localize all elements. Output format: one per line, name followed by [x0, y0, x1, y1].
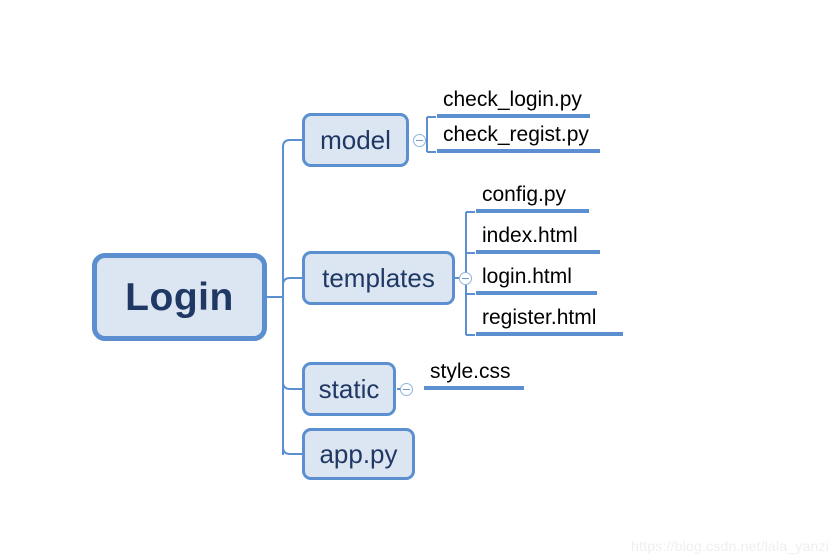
node-root-login[interactable]: Login: [92, 253, 267, 341]
leaf-check-login-py[interactable]: check_login.py: [437, 86, 590, 118]
leaf-label: register.html: [482, 306, 597, 329]
node-label: Login: [125, 275, 234, 319]
collapse-toggle-model[interactable]: [413, 134, 426, 147]
leaf-label: login.html: [482, 265, 572, 288]
collapse-toggle-templates[interactable]: [459, 272, 472, 285]
node-static[interactable]: static: [302, 362, 396, 416]
node-label: static: [318, 374, 380, 404]
node-app-py[interactable]: app.py: [302, 428, 415, 480]
leaf-check-regist-py[interactable]: check_regist.py: [437, 121, 600, 153]
leaf-underline: [437, 114, 590, 118]
elbow-model: [282, 139, 302, 153]
watermark: https://blog.csdn.net/lala_yanzi: [631, 538, 829, 554]
node-model[interactable]: model: [302, 113, 409, 167]
elbow-apppy: [282, 446, 302, 455]
leaf-label: check_regist.py: [443, 123, 589, 146]
leaf-underline: [476, 291, 597, 295]
leaf-underline: [437, 149, 600, 153]
elbow-templates: [282, 277, 302, 286]
leaf-underline: [476, 250, 600, 254]
leaf-style-css[interactable]: style.css: [424, 358, 524, 390]
collapse-toggle-static[interactable]: [400, 383, 413, 396]
node-label: templates: [322, 263, 435, 293]
leaf-label: config.py: [482, 183, 567, 206]
leaf-underline: [424, 386, 524, 390]
leaf-underline: [476, 332, 623, 336]
leaf-login-html[interactable]: login.html: [476, 263, 597, 295]
node-label: model: [320, 125, 391, 155]
elbow-static: [282, 381, 302, 390]
leaf-label: index.html: [482, 224, 578, 247]
node-label: app.py: [319, 439, 398, 469]
leaf-underline: [476, 209, 589, 213]
leaf-config-py[interactable]: config.py: [476, 181, 589, 213]
leaf-index-html[interactable]: index.html: [476, 222, 600, 254]
leaf-register-html[interactable]: register.html: [476, 304, 623, 336]
node-templates[interactable]: templates: [302, 251, 455, 305]
leaf-label: check_login.py: [443, 88, 582, 111]
leaf-label: style.css: [430, 360, 511, 383]
